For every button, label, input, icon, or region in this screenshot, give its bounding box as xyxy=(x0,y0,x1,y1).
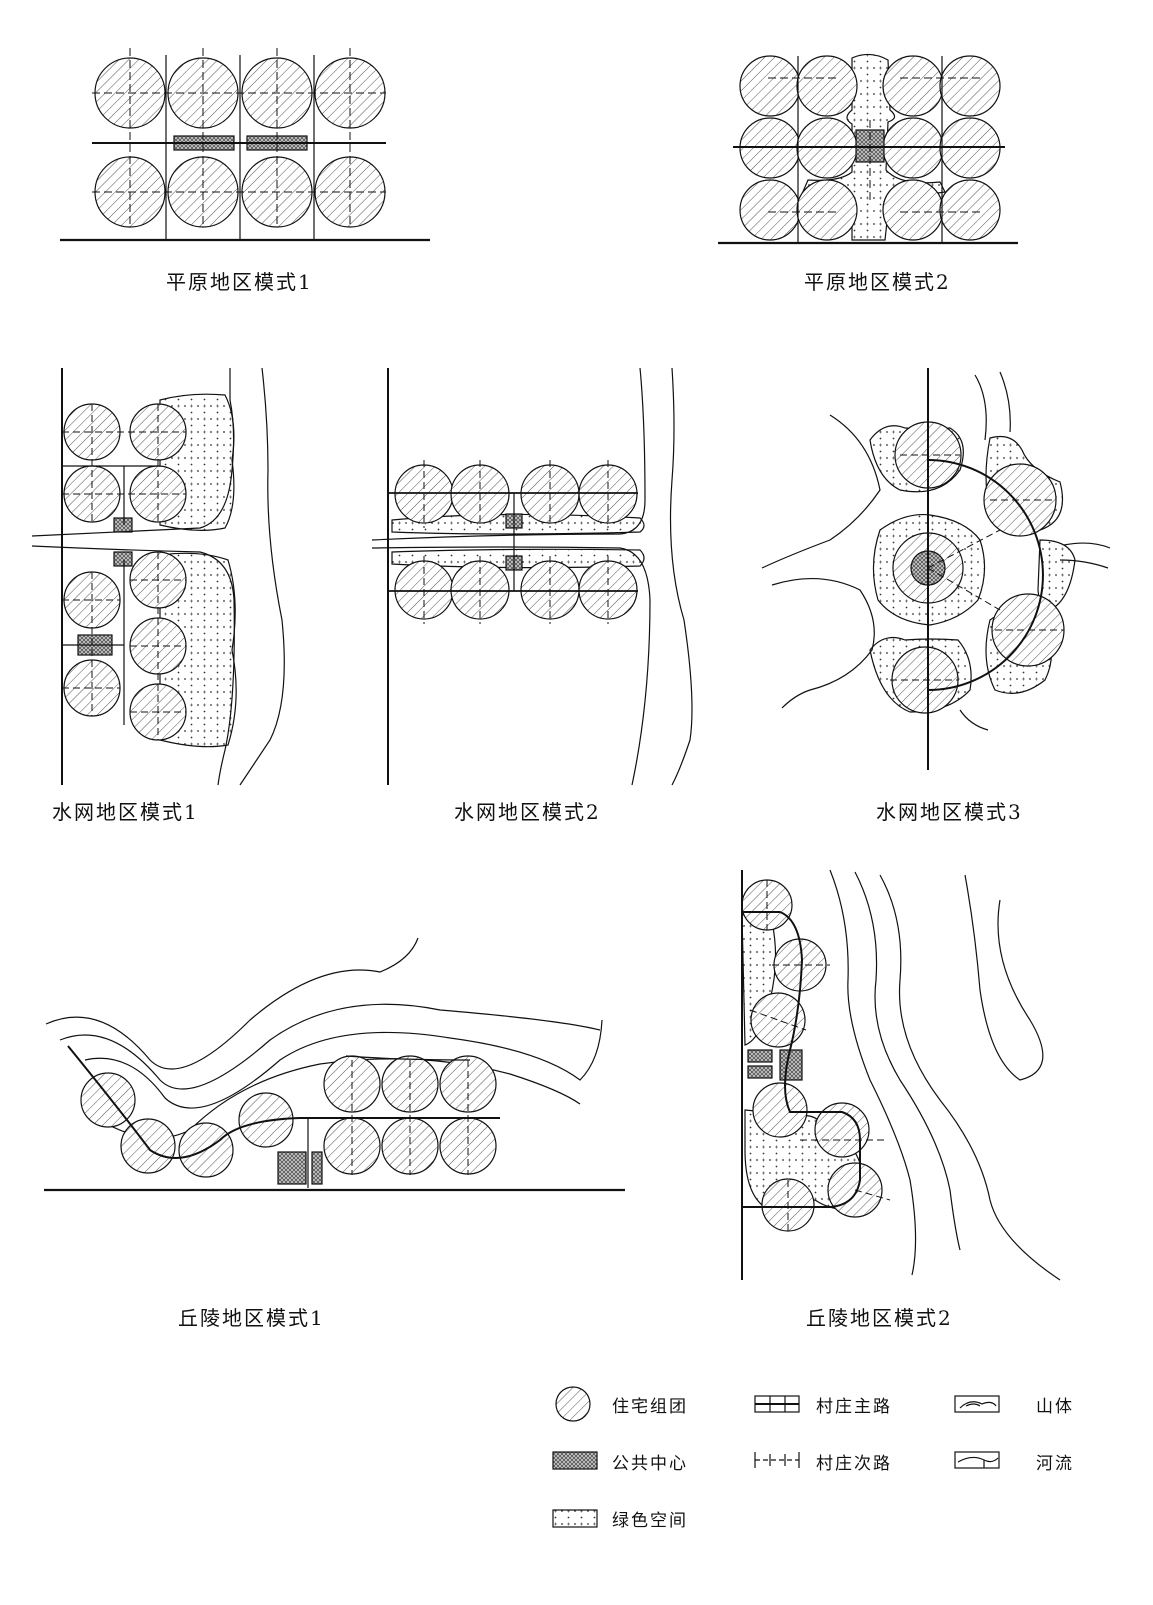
legend-label-residential: 住宅组团 xyxy=(612,1397,688,1417)
legend-label-public-center: 公共中心 xyxy=(612,1454,688,1474)
caption-water-mode-1: 水网地区模式1 xyxy=(52,800,199,824)
caption-water-mode-3: 水网地区模式3 xyxy=(876,800,1023,824)
legend-mountain-swatch xyxy=(954,1395,1000,1413)
legend-river-swatch xyxy=(954,1451,1000,1469)
caption-water-mode-2: 水网地区模式2 xyxy=(454,800,601,824)
legend-main-road-swatch xyxy=(754,1395,800,1413)
legend-green-space-swatch xyxy=(552,1509,598,1528)
caption-plain-mode-1: 平原地区模式1 xyxy=(166,270,313,294)
water-mode-2-diagram xyxy=(371,367,693,786)
caption-plain-mode-2: 平原地区模式2 xyxy=(804,270,951,294)
legend-public-center-swatch xyxy=(552,1451,598,1470)
water-mode-1-diagram xyxy=(31,367,285,786)
legend-label-green-space: 绿色空间 xyxy=(612,1511,688,1531)
caption-hill-mode-2: 丘陵地区模式2 xyxy=(806,1306,953,1330)
legend-label-secondary-road: 村庄次路 xyxy=(816,1454,892,1474)
caption-hill-mode-1: 丘陵地区模式1 xyxy=(178,1306,325,1330)
hill-mode-2-diagram xyxy=(741,869,1061,1281)
legend-secondary-road-swatch xyxy=(754,1452,800,1468)
plain-mode-1-diagram xyxy=(60,48,430,242)
legend-label-river: 河流 xyxy=(1036,1454,1074,1474)
hill-mode-1-diagram xyxy=(44,937,625,1192)
legend-residential-swatch xyxy=(555,1386,591,1422)
legend-label-main-road: 村庄主路 xyxy=(816,1397,892,1417)
legend-label-mountain: 山体 xyxy=(1036,1397,1074,1417)
water-mode-3-diagram xyxy=(761,368,1111,770)
legend xyxy=(552,1386,1000,1528)
plain-mode-2-diagram xyxy=(718,53,1018,245)
